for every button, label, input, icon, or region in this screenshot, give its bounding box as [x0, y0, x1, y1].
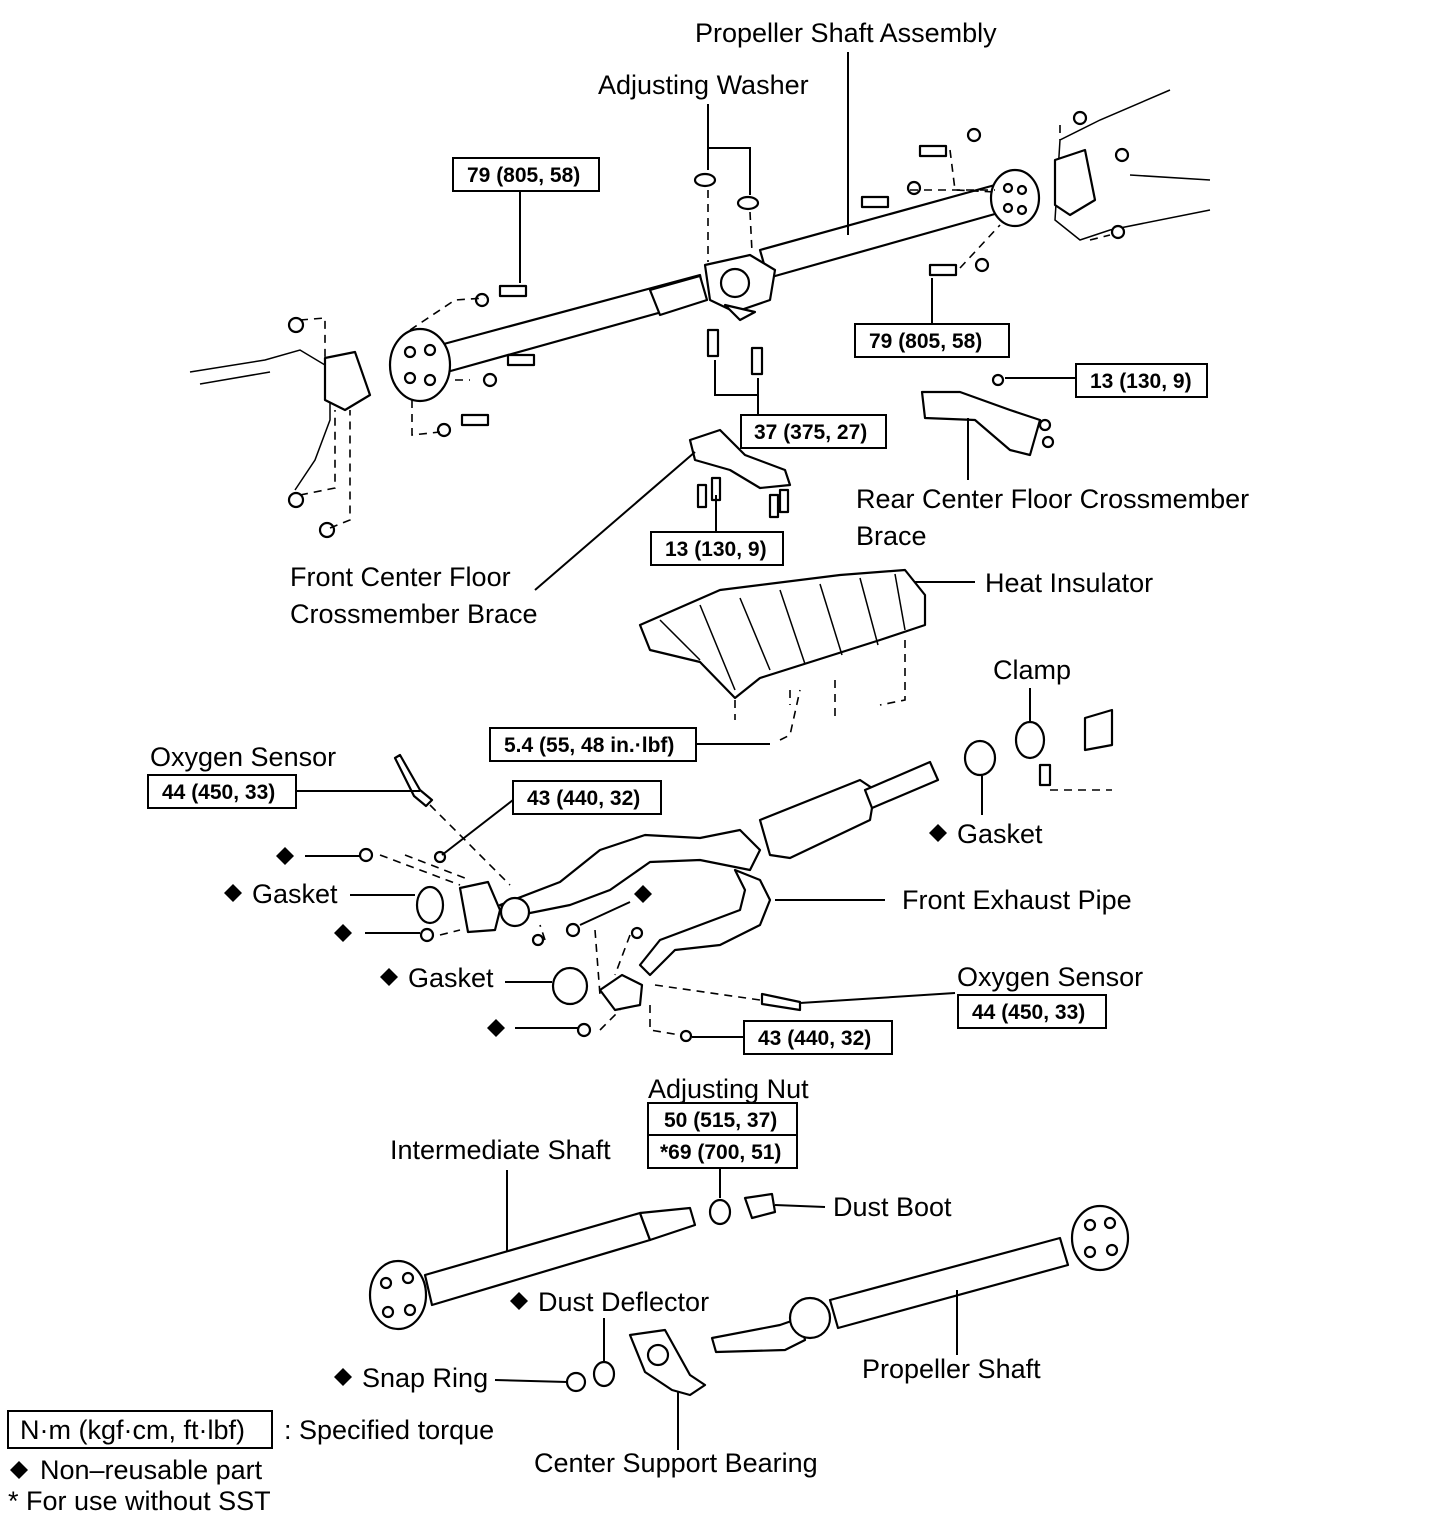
gasket-bottom-label: Gasket — [408, 963, 494, 993]
torque-box-front-flange — [452, 157, 600, 192]
front-center-brace-label-2: Crossmember Brace — [290, 599, 538, 629]
torque-rear-brace: 13 (130, 9) — [1090, 370, 1192, 393]
diamond-icon — [634, 885, 652, 903]
torque-exhaust-nut-top: 43 (440, 32) — [527, 787, 640, 810]
legend-non-reusable: Non–reusable part — [40, 1455, 263, 1485]
center-support-bearing-label: Center Support Bearing — [534, 1448, 818, 1478]
dust-boot-label: Dust Boot — [833, 1192, 952, 1222]
torque-box-rear-flange — [854, 323, 1010, 358]
diamond-icon — [334, 924, 352, 942]
legend-torque-desc: : Specified torque — [284, 1415, 494, 1445]
rear-center-brace-label-2: Brace — [856, 521, 927, 551]
rear-center-brace-label-1: Rear Center Floor Crossmember — [856, 484, 1249, 514]
diamond-icon — [510, 1292, 528, 1310]
legend: N·m (kgf·cm, ft·lbf) : Specified torque … — [7, 1410, 494, 1514]
torque-rear-flange: 79 (805, 58) — [869, 330, 982, 353]
legend-torque-unit: N·m (kgf·cm, ft·lbf) — [20, 1415, 245, 1445]
gasket-left-label: Gasket — [252, 879, 338, 909]
dust-deflector-label: Dust Deflector — [538, 1287, 709, 1317]
torque-adjusting-nut-1: 50 (515, 37) — [664, 1109, 777, 1132]
front-exhaust-pipe-label: Front Exhaust Pipe — [902, 885, 1132, 915]
torque-heat-insulator: 5.4 (55, 48 in.·lbf) — [504, 734, 674, 757]
diamond-icon — [929, 824, 947, 842]
front-center-brace-label-1: Front Center Floor — [290, 562, 511, 592]
heat-insulator-label: Heat Insulator — [985, 568, 1153, 598]
diamond-icon — [224, 884, 242, 902]
legend-torque-box — [7, 1410, 273, 1449]
diamond-icon — [276, 847, 294, 865]
torque-box-exhaust-nut-top — [512, 780, 662, 815]
torque-box-heat-insulator — [489, 727, 697, 762]
heat-insulator-drawing — [638, 568, 927, 741]
torque-box-oxygen-sensor-bottom — [957, 994, 1107, 1029]
intermediate-shaft-drawing — [368, 1192, 777, 1393]
torque-adjusting-nut-2: *69 (700, 51) — [660, 1141, 781, 1164]
torque-box-rear-brace — [1075, 363, 1208, 398]
torque-exhaust-nut-bottom: 43 (440, 32) — [758, 1027, 871, 1050]
diamond-icon — [380, 968, 398, 986]
intermediate-shaft-label: Intermediate Shaft — [390, 1135, 611, 1165]
diamond-icon — [10, 1461, 28, 1479]
torque-front-brace: 13 (130, 9) — [665, 538, 767, 561]
torque-box-exhaust-nut-bottom — [743, 1020, 893, 1055]
propeller-shaft-drawing — [710, 1204, 1130, 1354]
diamond-icon — [487, 1019, 505, 1037]
gasket-right-label: Gasket — [957, 819, 1043, 849]
torque-front-flange: 79 (805, 58) — [467, 164, 580, 187]
diamond-icon — [334, 1368, 352, 1386]
propeller-shaft-assembly-drawing — [189, 89, 1211, 539]
propeller-shaft-label: Propeller Shaft — [862, 1354, 1041, 1384]
torque-center-bearing: 37 (375, 27) — [754, 421, 867, 444]
legend-sst-note: * For use without SST — [8, 1486, 271, 1514]
oxygen-sensor-top-label: Oxygen Sensor — [150, 742, 336, 772]
torque-oxygen-sensor-bottom: 44 (450, 33) — [972, 1001, 1085, 1024]
front-exhaust-pipe-drawing — [358, 753, 940, 1043]
rear-center-floor-brace-drawing — [920, 373, 1055, 457]
clamp-label: Clamp — [993, 655, 1071, 685]
clamp-drawing — [963, 708, 1114, 791]
torque-box-center-bearing — [740, 414, 887, 449]
snap-ring-label: Snap Ring — [362, 1363, 488, 1393]
adjusting-nut-label: Adjusting Nut — [648, 1074, 809, 1104]
oxygen-sensor-bottom-label: Oxygen Sensor — [957, 962, 1143, 992]
torque-oxygen-sensor-top: 44 (450, 33) — [162, 781, 275, 804]
propeller-shaft-assembly-label: Propeller Shaft Assembly — [695, 18, 997, 48]
center-support-bearing-drawing — [628, 1328, 707, 1397]
adjusting-washer-label: Adjusting Washer — [598, 70, 809, 100]
